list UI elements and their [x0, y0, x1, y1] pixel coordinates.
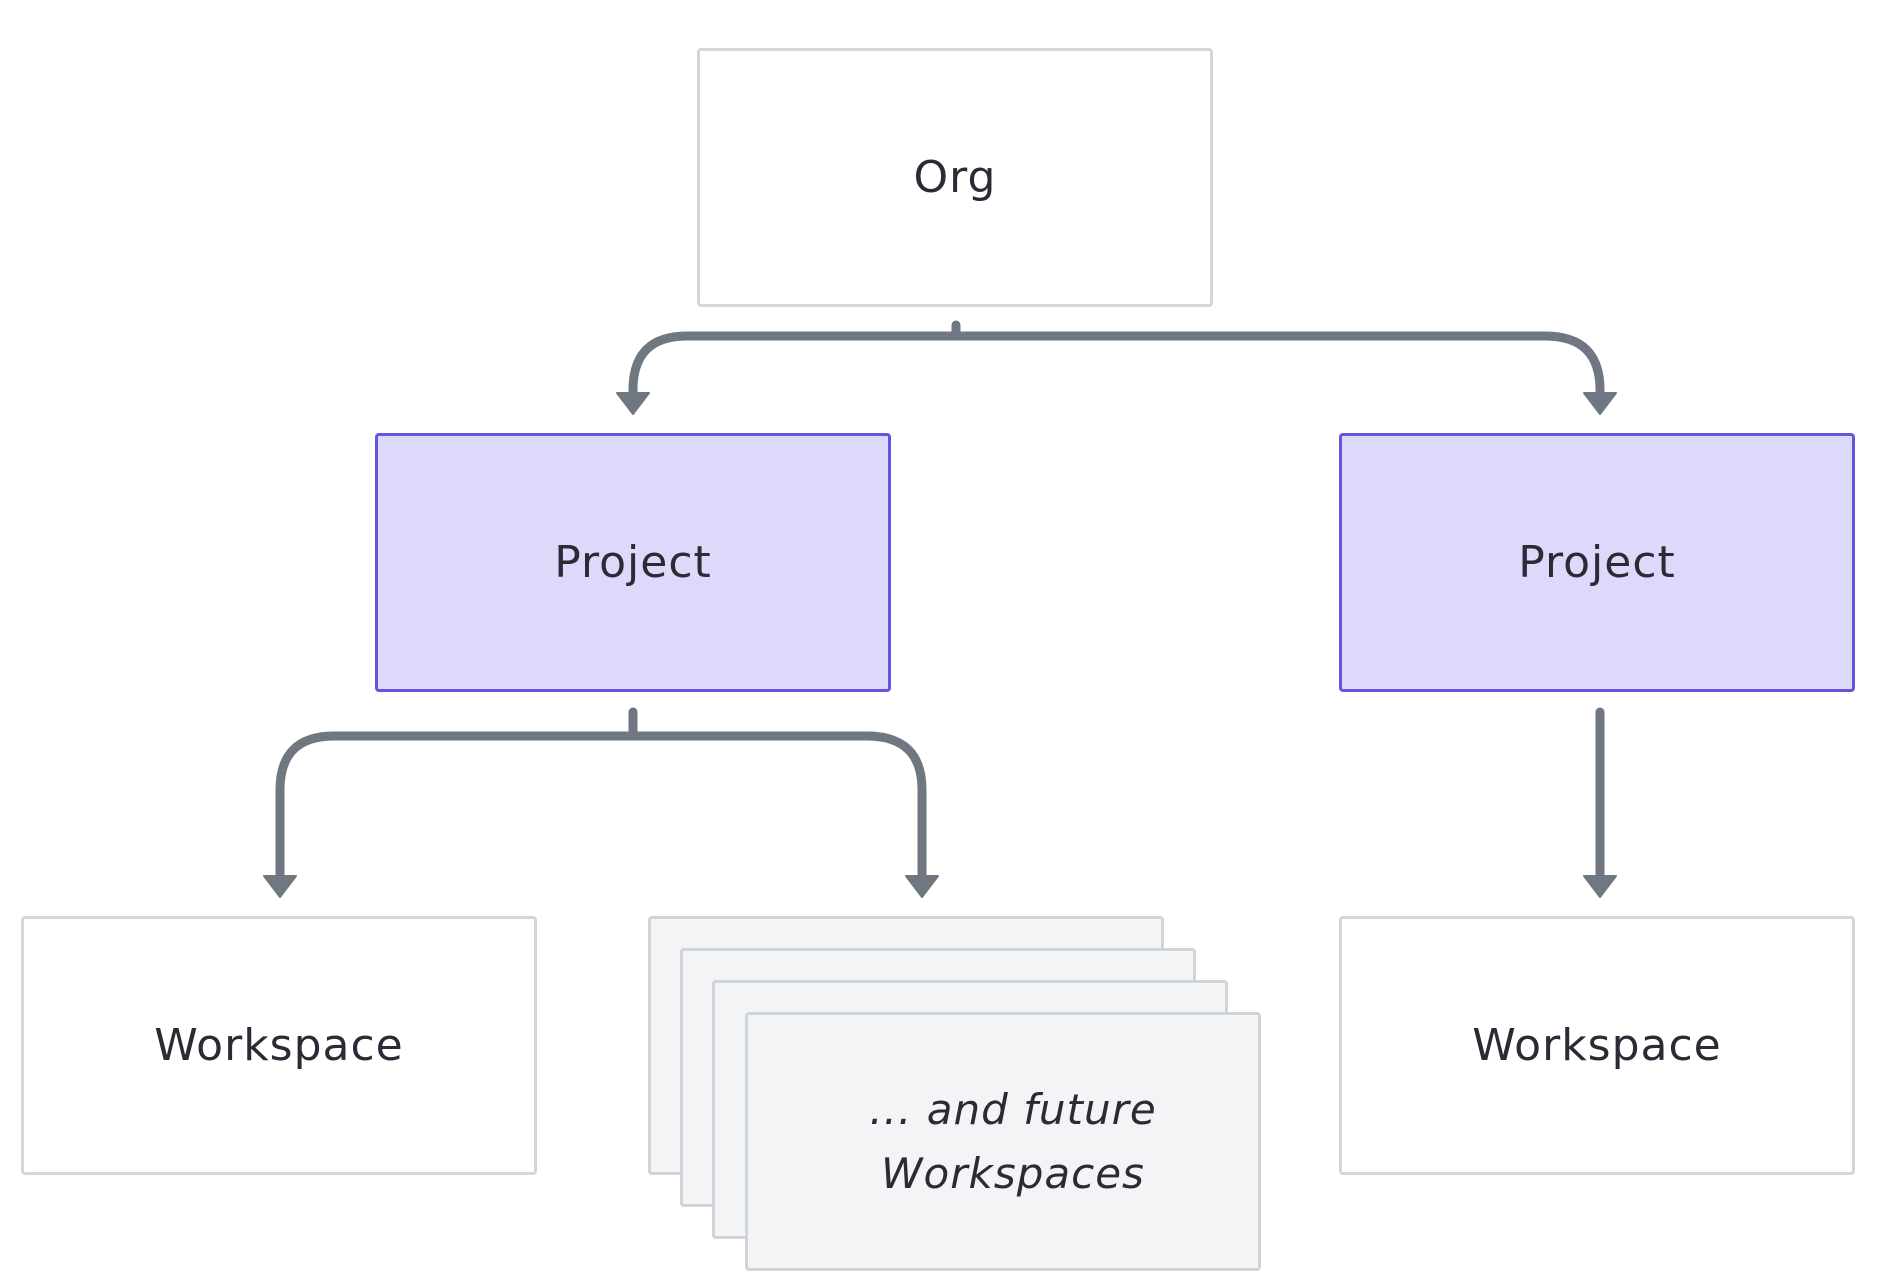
connector-org-to-project-right [951, 331, 1605, 402]
org-label: Org [913, 152, 997, 203]
project-box-left: Project [375, 433, 891, 692]
arrowhead-project-left [616, 392, 650, 415]
workspace-left-label: Workspace [154, 1020, 404, 1071]
project-box-right: Project [1339, 433, 1855, 692]
workspace-right-label: Workspace [1472, 1020, 1722, 1071]
connector-org-to-project-left [628, 320, 961, 402]
org-box: Org [697, 48, 1213, 307]
arrowhead-future-workspaces [905, 875, 939, 898]
arrowhead-project-right [1583, 392, 1617, 415]
future-workspaces-label: ... and future Workspaces [849, 1078, 1156, 1206]
arrowhead-workspace-right [1583, 875, 1617, 898]
connector-project-to-future-workspaces [628, 731, 927, 885]
workspace-box-right: Workspace [1339, 916, 1855, 1175]
project-left-label: Project [554, 537, 712, 588]
workspace-box-left: Workspace [21, 916, 537, 1175]
future-workspaces-box: ... and future Workspaces [745, 1012, 1261, 1271]
project-right-label: Project [1518, 537, 1676, 588]
future-workspaces-line1: ... and future [869, 1084, 1157, 1134]
connector-project-to-workspace-left [275, 707, 638, 885]
arrowhead-workspace-left [263, 875, 297, 898]
future-workspaces-line2: Workspaces [881, 1148, 1145, 1198]
